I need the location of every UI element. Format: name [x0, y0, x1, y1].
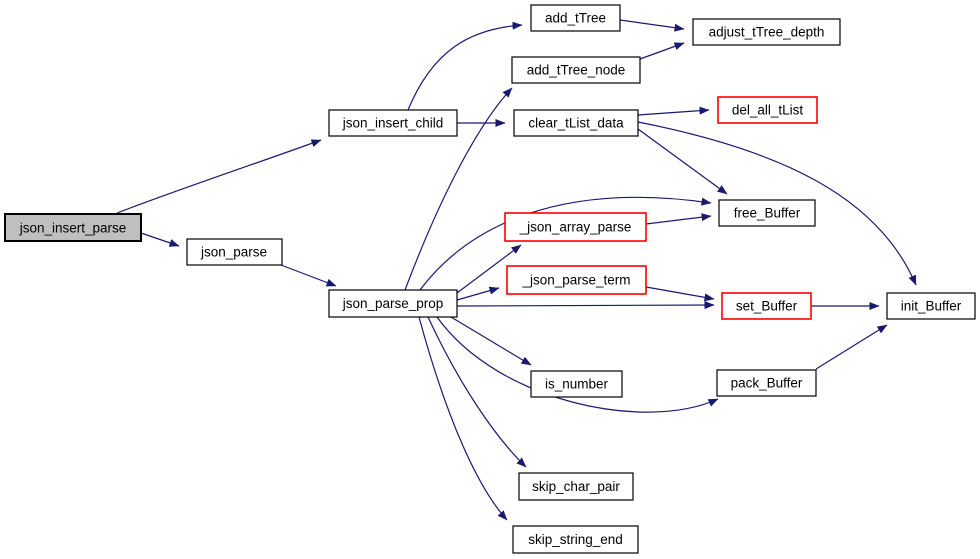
svg-text:skip_string_end: skip_string_end — [528, 532, 623, 547]
node-set_Buffer[interactable]: set_Buffer — [721, 292, 812, 320]
svg-text:json_insert_parse: json_insert_parse — [19, 221, 127, 236]
svg-text:pack_Buffer: pack_Buffer — [731, 376, 803, 391]
node-init_Buffer[interactable]: init_Buffer — [886, 292, 976, 320]
svg-text:add_tTree_node: add_tTree_node — [527, 63, 626, 78]
node-adjust_tTree_depth[interactable]: adjust_tTree_depth — [692, 18, 841, 46]
edge-json_insert_parse-json_insert_child — [116, 139, 322, 214]
node-json_parse_prop[interactable]: json_parse_prop — [328, 289, 458, 318]
svg-text:free_Buffer: free_Buffer — [734, 206, 801, 221]
node-skip_char_pair[interactable]: skip_char_pair — [518, 472, 634, 501]
edge-json_parse_prop-_json_parse_term — [456, 286, 500, 301]
edges — [116, 19, 917, 521]
svg-text:json_parse: json_parse — [200, 245, 267, 260]
edge-_json_array_parse-free_Buffer — [645, 213, 712, 225]
edge-json_parse_prop-_json_array_parse — [456, 244, 522, 294]
node-json_insert_child[interactable]: json_insert_child — [328, 109, 458, 137]
node-_json_parse_term[interactable]: _json_parse_term — [506, 265, 647, 295]
svg-text:set_Buffer: set_Buffer — [736, 299, 798, 314]
svg-text:_json_array_parse: _json_array_parse — [519, 220, 632, 235]
edge-add_tTree_node-adjust_tTree_depth — [639, 42, 685, 60]
edge-clear_tList_data-del_all_tList — [637, 106, 710, 116]
edge-json_parse_prop-skip_string_end — [418, 316, 508, 521]
nodes: json_insert_parse json_parse json_insert… — [4, 4, 976, 554]
svg-text:_json_parse_term: _json_parse_term — [521, 273, 630, 288]
edge-json_parse-json_parse_prop — [280, 264, 337, 287]
svg-text:init_Buffer: init_Buffer — [901, 299, 962, 314]
edge-json_parse_prop-set_Buffer — [456, 301, 715, 310]
edge-pack_Buffer-init_Buffer — [815, 324, 888, 370]
svg-text:del_all_tList: del_all_tList — [732, 103, 804, 118]
node-add_tTree[interactable]: add_tTree — [530, 4, 621, 32]
svg-text:skip_char_pair: skip_char_pair — [532, 479, 620, 494]
node-free_Buffer[interactable]: free_Buffer — [718, 199, 816, 227]
node-json_parse[interactable]: json_parse — [186, 238, 283, 266]
edge-json_parse_prop-skip_char_pair — [427, 316, 527, 468]
edge-clear_tList_data-init_Buffer — [637, 121, 917, 286]
svg-text:is_number: is_number — [545, 377, 609, 392]
svg-text:adjust_tTree_depth: adjust_tTree_depth — [709, 25, 825, 40]
edge-json_insert_parse-json_parse — [140, 232, 180, 247]
node-json_insert_parse: json_insert_parse — [4, 213, 142, 242]
svg-text:json_parse_prop: json_parse_prop — [342, 296, 444, 311]
svg-text:json_insert_child: json_insert_child — [342, 116, 444, 131]
edge-json_insert_child-add_tTree — [407, 21, 523, 111]
node-_json_array_parse[interactable]: _json_array_parse — [504, 212, 647, 242]
node-clear_tList_data[interactable]: clear_tList_data — [513, 109, 639, 137]
edge-json_parse_prop-is_number — [450, 316, 532, 366]
node-skip_string_end[interactable]: skip_string_end — [512, 525, 639, 554]
edge-add_tTree-adjust_tTree_depth — [619, 19, 685, 32]
edge-_json_parse_term-set_Buffer — [645, 286, 715, 302]
edge-json_parse_prop-add_tTree_node — [404, 87, 513, 291]
node-del_all_tList[interactable]: del_all_tList — [717, 96, 818, 124]
node-is_number[interactable]: is_number — [530, 370, 623, 398]
edge-clear_tList_data-free_Buffer — [637, 128, 728, 195]
node-add_tTree_node[interactable]: add_tTree_node — [511, 56, 641, 84]
svg-text:add_tTree: add_tTree — [545, 11, 606, 26]
node-pack_Buffer[interactable]: pack_Buffer — [716, 369, 817, 397]
svg-text:clear_tList_data: clear_tList_data — [528, 116, 624, 131]
edge-json_parse_prop-pack_Buffer — [436, 316, 719, 413]
